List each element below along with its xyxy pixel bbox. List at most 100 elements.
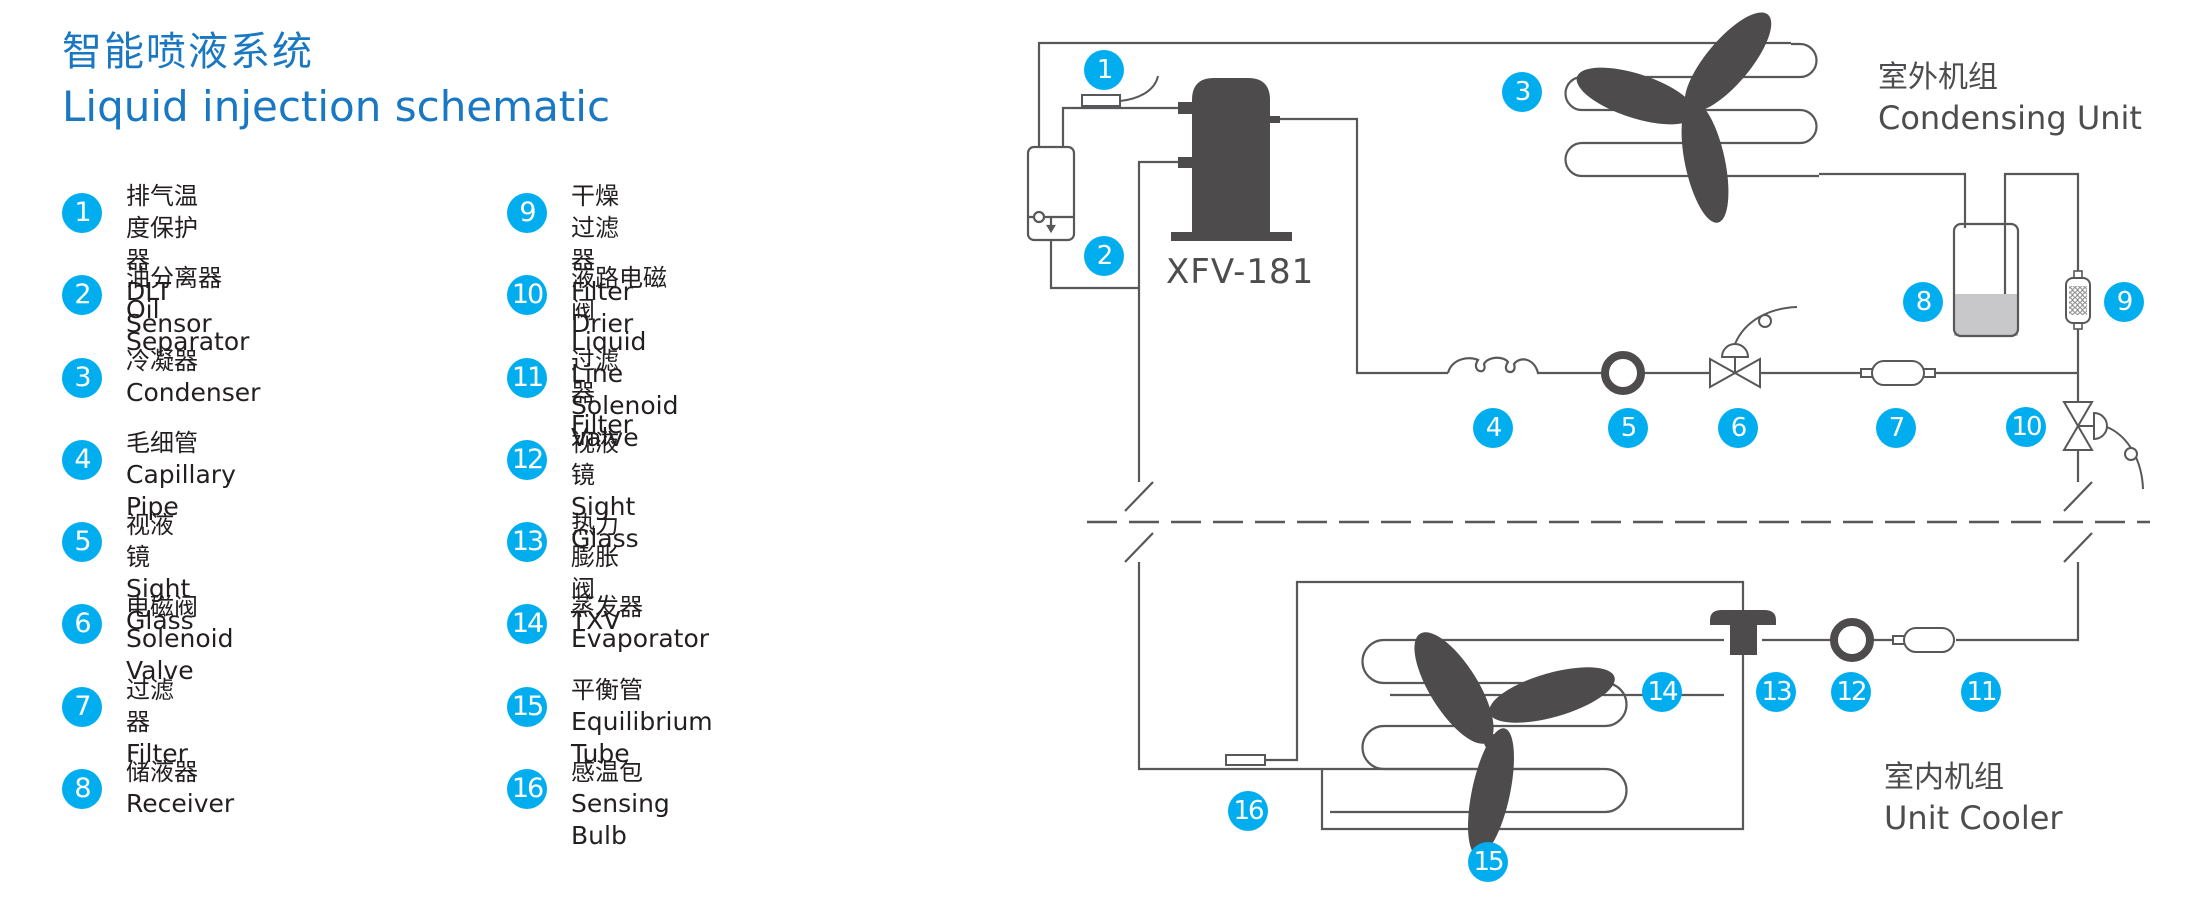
pipe-break-marks bbox=[1124, 481, 2093, 563]
legend-label-zh: 油分离器 bbox=[126, 264, 222, 293]
legend-label-en: Liquid Line Solenoid Valve bbox=[571, 327, 679, 453]
callout-badge: 16 bbox=[1228, 791, 1268, 831]
legend-label-zh: 感温包 bbox=[571, 758, 643, 787]
callout-badge: 2 bbox=[1084, 236, 1124, 276]
legend-label-zh: 过滤器 bbox=[571, 346, 619, 407]
legend-label-zh: 干燥过滤器 bbox=[571, 182, 619, 274]
legend-label-zh: 热力膨胀阀 bbox=[571, 511, 619, 604]
callout-badge: 13 bbox=[1756, 672, 1796, 712]
callout-badge: 15 bbox=[1468, 842, 1508, 882]
unit-cooler-label-en: Unit Cooler bbox=[1884, 799, 2063, 837]
legend-label-en: Sight Glass bbox=[571, 491, 639, 553]
pipe-equalizer-box bbox=[1320, 655, 1745, 831]
legend-label-zh: 排气温度保护器 bbox=[126, 182, 198, 274]
legend-label-en: Condenser bbox=[126, 377, 261, 407]
sight-glass-icon-lower bbox=[1830, 618, 1874, 662]
callout-badge: 8 bbox=[1903, 282, 1943, 322]
callout-badge: 1 bbox=[1084, 50, 1124, 90]
dlt-sensor-icon bbox=[1081, 75, 1159, 107]
number-badge: 4 bbox=[62, 439, 102, 480]
number-badge: 7 bbox=[62, 686, 102, 727]
pipe-condenser-out bbox=[1819, 172, 1967, 228]
legend-label-en: Receiver bbox=[126, 789, 235, 819]
number-badge: 14 bbox=[507, 604, 547, 645]
unit-cooler-label-zh: 室内机组 bbox=[1884, 760, 2004, 795]
legend-label-en: Evaporator bbox=[571, 624, 710, 654]
pipe-receiver-out bbox=[2003, 172, 2080, 330]
condensing-unit-label: 室外机组 Condensing Unit bbox=[1878, 58, 2142, 138]
number-badge: 10 bbox=[507, 275, 547, 316]
number-badge: 2 bbox=[62, 275, 102, 316]
number-badge: 13 bbox=[507, 522, 547, 563]
pipe-discharge-to-condenser bbox=[1037, 41, 1791, 187]
legend-label-en: Filter Drier bbox=[571, 277, 634, 338]
sensing-bulb-icon bbox=[1225, 754, 1266, 766]
title-chinese: 智能喷液系统 bbox=[62, 29, 314, 75]
pipe-sep-to-dlt bbox=[1061, 106, 1180, 187]
oil-separator-icon bbox=[1026, 145, 1076, 242]
number-badge: 11 bbox=[507, 357, 547, 398]
callout-badge: 11 bbox=[1961, 672, 2001, 712]
legend-label-en: DLT Sensor bbox=[126, 277, 212, 338]
legend-label-zh: 过滤器 bbox=[126, 675, 174, 736]
solenoid-valve-icon bbox=[1709, 306, 1798, 389]
sight-glass-icon bbox=[1601, 351, 1645, 395]
pipe-suction bbox=[1137, 160, 1180, 482]
legend-label-zh: 毛细管 bbox=[126, 428, 198, 457]
compressor-icon bbox=[1171, 78, 1292, 241]
legend-label-zh: 平衡管 bbox=[571, 675, 643, 704]
legend-label-zh: 蒸发器 bbox=[571, 593, 643, 622]
number-badge: 15 bbox=[507, 686, 547, 727]
callout-badge: 5 bbox=[1608, 408, 1648, 448]
legend-label-zh: 电磁阀 bbox=[126, 593, 198, 622]
txv-icon bbox=[1710, 610, 1776, 655]
legend-label-en: Capillary Pipe bbox=[126, 459, 236, 521]
legend-label-zh: 冷凝器 bbox=[126, 346, 198, 375]
pipe-suction-lower bbox=[1137, 562, 1600, 771]
unit-cooler-label: 室内机组 Unit Cooler bbox=[1884, 758, 2063, 838]
number-badge: 3 bbox=[62, 357, 102, 398]
legend-label-zh: 视液镜 bbox=[571, 428, 619, 489]
legend-label-zh: 视液镜 bbox=[126, 511, 174, 572]
compressor-model-label: XFV-181 bbox=[1166, 252, 1315, 292]
legend-label-en: Sensing Bulb bbox=[571, 789, 670, 851]
number-badge: 9 bbox=[507, 193, 547, 233]
pipe-oil-return bbox=[1049, 240, 1139, 290]
callout-badge: 7 bbox=[1876, 408, 1916, 448]
callout-badge: 12 bbox=[1831, 672, 1871, 712]
pipe-capillary-coils bbox=[1446, 356, 1603, 375]
number-badge: 8 bbox=[62, 769, 102, 810]
number-badge: 6 bbox=[62, 604, 102, 645]
filter-icon-lower bbox=[1892, 627, 1955, 653]
legend-label-en: Filter bbox=[571, 409, 633, 439]
condensing-unit-label-zh: 室外机组 bbox=[1878, 60, 1998, 95]
legend-label-en: Oil Separator bbox=[126, 295, 250, 357]
pipe-liquid-down bbox=[1956, 562, 2080, 642]
legend-label-zh: 液路电磁阀 bbox=[571, 264, 667, 325]
evaporator-coil bbox=[1330, 638, 1724, 814]
legend-label-en: TXV bbox=[571, 606, 621, 636]
legend-label-en: Filter bbox=[126, 738, 188, 768]
callout-badge: 10 bbox=[2006, 407, 2046, 447]
number-badge: 12 bbox=[507, 439, 547, 480]
liquid-line-solenoid-valve-icon bbox=[2062, 401, 2144, 490]
legend-label-en: Equilibrium Tube bbox=[571, 706, 713, 768]
condenser-fan-icon bbox=[1576, 12, 1772, 223]
filter-drier-icon bbox=[2065, 270, 2091, 330]
title-english: Liquid injection schematic bbox=[62, 82, 611, 131]
pipe-equalizer-top bbox=[1265, 580, 1745, 762]
evaporator-fan-icon bbox=[1414, 632, 1615, 856]
callout-badge: 9 bbox=[2104, 282, 2144, 322]
number-badge: 16 bbox=[507, 769, 547, 810]
legend-label-en: Sight Glass bbox=[126, 574, 194, 636]
callout-badge: 6 bbox=[1718, 408, 1758, 448]
legend-label-en: Solenoid Valve bbox=[126, 624, 234, 686]
filter-icon bbox=[1860, 360, 1936, 386]
pipe-injection bbox=[1280, 117, 1448, 375]
callout-badge: 4 bbox=[1473, 408, 1513, 448]
condensing-unit-label-en: Condensing Unit bbox=[1878, 99, 2142, 137]
number-badge: 1 bbox=[62, 193, 102, 233]
receiver-icon bbox=[1952, 222, 2020, 338]
callout-badge: 14 bbox=[1642, 672, 1682, 712]
